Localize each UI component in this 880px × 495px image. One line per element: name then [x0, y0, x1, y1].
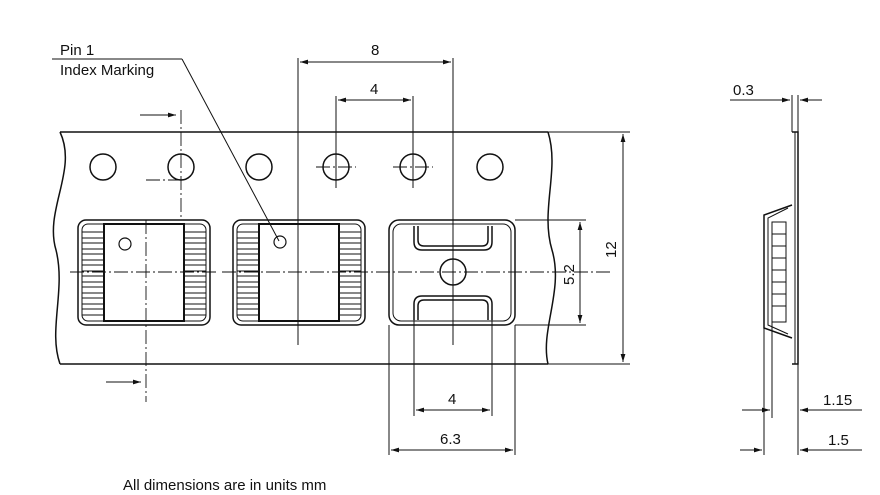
dim-label-cavity-inner: 4	[448, 391, 456, 408]
units-note: All dimensions are in units mm	[123, 477, 326, 494]
dim-label-tape-thickness: 0.3	[733, 82, 754, 99]
dim-label-cavity-width: 6.3	[440, 431, 461, 448]
dim-label-cavity-height: 5.2	[561, 264, 578, 285]
side-view	[763, 95, 799, 455]
dim-cavity-width	[388, 325, 516, 455]
pocket-with-ic-1	[77, 219, 211, 326]
dim-pitch	[297, 58, 454, 345]
dim-cavity-height	[515, 219, 586, 326]
pin1-leader	[52, 58, 280, 242]
dim-label-tape-width: 12	[603, 241, 620, 258]
index-marking-label: Index Marking	[60, 62, 154, 79]
dim-label-side-1: 1.15	[823, 392, 852, 409]
dim-label-pitch: 8	[371, 42, 379, 59]
empty-pocket	[388, 219, 516, 326]
section-arrows	[106, 112, 176, 385]
dim-tape-width	[548, 131, 630, 365]
dim-hole-pitch	[335, 96, 414, 188]
pin1-label: Pin 1	[60, 42, 94, 59]
sprocket-hole	[89, 153, 117, 181]
tape-outline	[52, 131, 557, 365]
dim-label-side-2: 1.5	[828, 432, 849, 449]
sprocket-holes	[89, 153, 504, 181]
pocket-with-ic-2	[232, 219, 366, 326]
dim-label-hole-pitch: 4	[370, 81, 378, 98]
pin1-dot	[118, 237, 132, 251]
center-lines	[70, 110, 610, 402]
sprocket-hole	[245, 153, 273, 181]
dim-cavity-inner	[413, 320, 493, 416]
sprocket-hole	[476, 153, 504, 181]
pin1-dot	[273, 235, 287, 249]
